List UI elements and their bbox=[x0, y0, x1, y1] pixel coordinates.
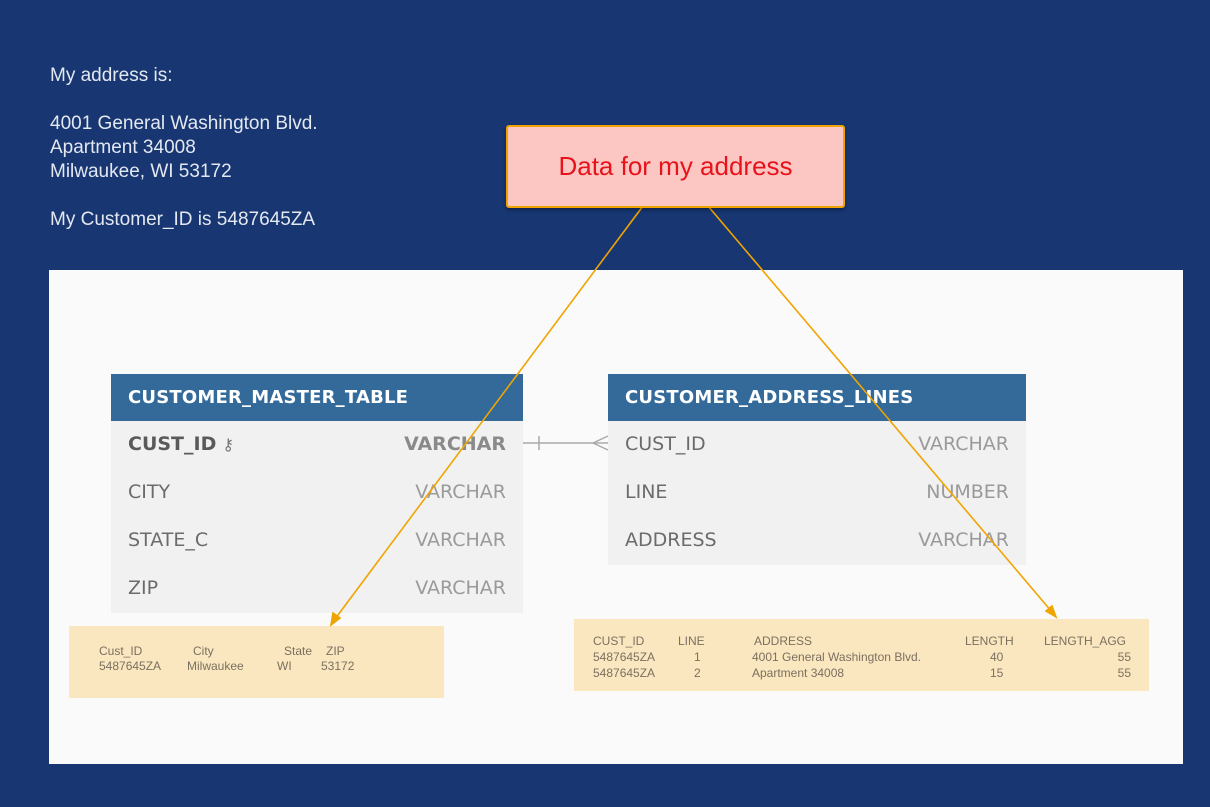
table-header: CUSTOMER_ADDRESS_LINES bbox=[608, 374, 1026, 421]
column-name: CUST_ID⚷ bbox=[128, 433, 235, 455]
customer-master-table[interactable]: CUSTOMER_MASTER_TABLE CUST_ID⚷ VARCHAR C… bbox=[111, 374, 523, 613]
column-name: CITY bbox=[128, 481, 171, 503]
header-cell: LINE bbox=[678, 634, 705, 648]
table-row: CUST_ID⚷ VARCHAR bbox=[111, 421, 523, 469]
column-name: LINE bbox=[625, 481, 668, 503]
key-icon: ⚷ bbox=[222, 435, 235, 454]
table-row: STATE_C VARCHAR bbox=[111, 517, 523, 565]
column-name: STATE_C bbox=[128, 529, 209, 551]
header-cell: LENGTH_AGG bbox=[1044, 634, 1127, 648]
address-data-sample: CUST_ID LINE ADDRESS LENGTH LENGTH_AGG 5… bbox=[574, 619, 1149, 691]
header-cell: City bbox=[193, 644, 214, 658]
data-cell: 5487645ZA bbox=[593, 666, 656, 680]
table-row: ZIP VARCHAR bbox=[111, 565, 523, 613]
column-type: VARCHAR bbox=[415, 529, 506, 551]
data-cell: 40 bbox=[990, 650, 1004, 664]
data-cell: WI bbox=[277, 659, 292, 673]
header-cell: ADDRESS bbox=[754, 634, 813, 648]
column-name: ZIP bbox=[128, 577, 159, 599]
table-row: LINE NUMBER bbox=[608, 469, 1026, 517]
header-cell: Cust_ID bbox=[99, 644, 143, 658]
customer-id-line: My Customer_ID is 5487645ZA bbox=[50, 209, 316, 230]
column-name: ADDRESS bbox=[625, 529, 717, 551]
table-row: ADDRESS VARCHAR bbox=[608, 517, 1026, 565]
header-cell: ZIP bbox=[326, 644, 345, 658]
master-data-sample: Cust_ID City State ZIP 5487645ZA Milwauk… bbox=[69, 626, 444, 698]
column-name: CUST_ID bbox=[625, 433, 706, 455]
intro-text: My address is: 4001 General Washington B… bbox=[50, 64, 318, 232]
data-cell: 2 bbox=[694, 666, 701, 680]
intro-heading: My address is: bbox=[50, 65, 173, 86]
table-header: CUSTOMER_MASTER_TABLE bbox=[111, 374, 523, 421]
data-cell: Apartment 34008 bbox=[752, 666, 845, 680]
data-cell: 4001 General Washington Blvd. bbox=[752, 650, 921, 664]
table-row: CUST_ID VARCHAR bbox=[608, 421, 1026, 469]
data-cell: 5487645ZA bbox=[593, 650, 656, 664]
address-line-3: Milwaukee, WI 53172 bbox=[50, 161, 232, 182]
data-cell: 5487645ZA bbox=[99, 659, 162, 673]
address-line-2: Apartment 34008 bbox=[50, 137, 196, 158]
data-cell: 55 bbox=[1117, 666, 1131, 680]
column-type: VARCHAR bbox=[415, 577, 506, 599]
data-cell: 53172 bbox=[321, 659, 355, 673]
data-callout: Data for my address bbox=[506, 125, 845, 208]
column-type: NUMBER bbox=[926, 481, 1009, 503]
data-cell: 15 bbox=[990, 666, 1004, 680]
column-type: VARCHAR bbox=[918, 529, 1009, 551]
customer-address-lines-table[interactable]: CUSTOMER_ADDRESS_LINES CUST_ID VARCHAR L… bbox=[608, 374, 1026, 565]
data-cell: Milwaukee bbox=[187, 659, 244, 673]
data-cell: 1 bbox=[694, 650, 701, 664]
header-cell: LENGTH bbox=[965, 634, 1014, 648]
address-line-1: 4001 General Washington Blvd. bbox=[50, 113, 318, 134]
header-cell: CUST_ID bbox=[593, 634, 645, 648]
data-cell: 55 bbox=[1117, 650, 1131, 664]
table-row: CITY VARCHAR bbox=[111, 469, 523, 517]
header-cell: State bbox=[284, 644, 313, 658]
column-type: VARCHAR bbox=[415, 481, 506, 503]
column-type: VARCHAR bbox=[404, 433, 506, 455]
column-type: VARCHAR bbox=[918, 433, 1009, 455]
